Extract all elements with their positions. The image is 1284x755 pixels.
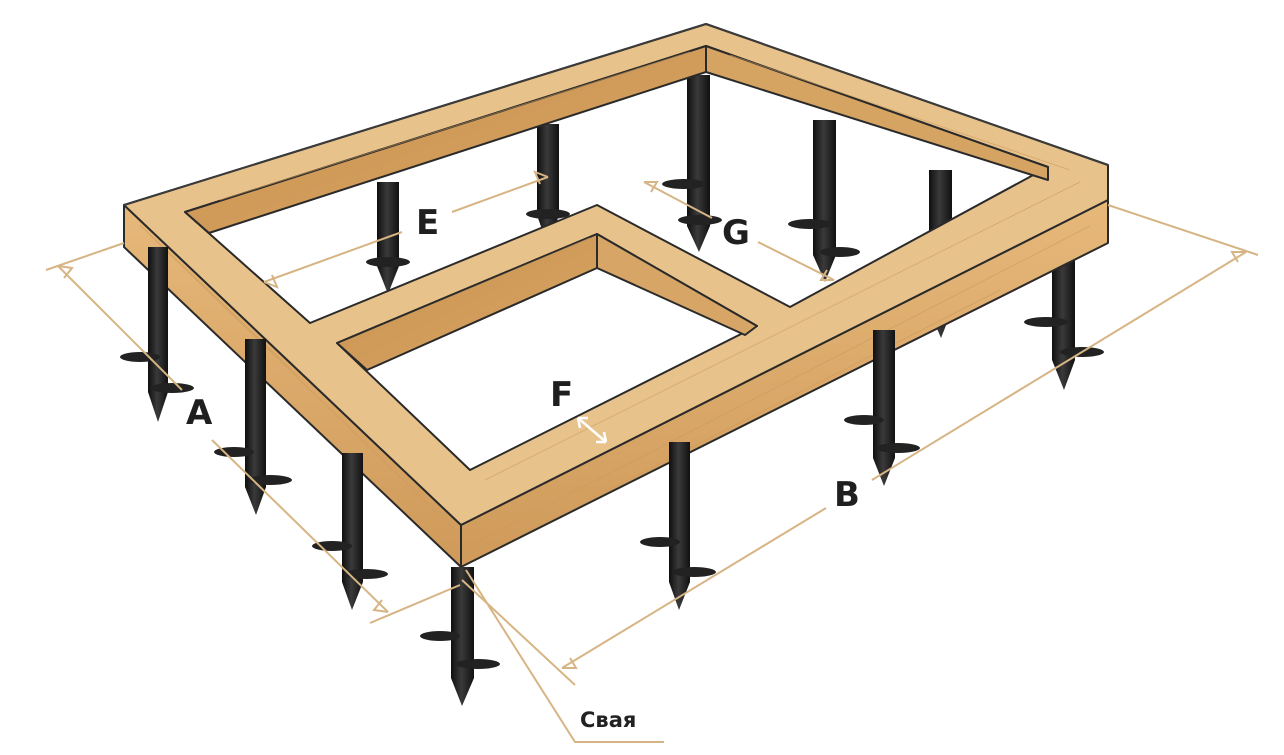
extension-line-a [369,584,461,624]
dimension-line-e [451,176,549,213]
label-f: F [550,375,573,415]
extension-line-a [45,242,125,271]
label-g: G [722,213,750,253]
pile [420,567,500,706]
dimension-labels: A B E F G Свая [186,203,860,732]
extension-line-b [461,579,576,686]
pile [662,75,722,252]
dimension-line-a [211,439,389,613]
pile [526,124,570,247]
front-piles [120,247,920,706]
dimension-line-b [871,251,1247,481]
extension-line-b [1107,204,1259,256]
pile [844,330,920,486]
dimension-line-b [561,507,827,669]
dimension-line-g [643,181,713,219]
label-e: E [416,203,439,243]
label-pile: Свая [580,708,636,732]
beam-inner-face [705,45,1049,181]
dimension-lines [45,170,1259,743]
dimension-line-e [263,231,403,283]
dimension-arrow-f [576,416,608,444]
wood-grain [139,51,1091,541]
beam-inner-face [184,45,707,234]
pile [120,247,194,422]
dimension-line-a [57,265,183,391]
beam-inner-face [596,233,758,336]
pile [312,453,388,610]
pile [788,120,860,282]
label-a: A [186,393,213,433]
label-b: B [834,475,860,515]
pile [640,442,716,610]
pile-callout-leader [465,569,664,743]
dimension-line-g [757,241,835,281]
pile [214,339,292,515]
